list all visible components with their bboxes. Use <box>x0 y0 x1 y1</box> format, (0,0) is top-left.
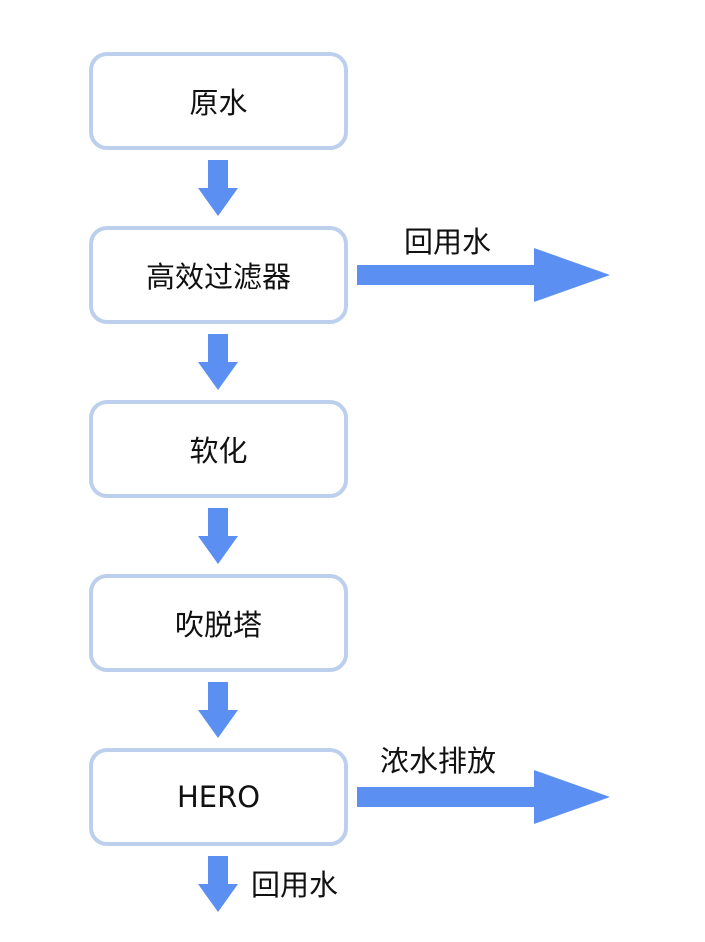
filter-output-label: 回用水 <box>404 225 492 259</box>
arrow-right-filter-output <box>357 248 610 302</box>
node-label: HERO <box>176 780 261 814</box>
node-high-efficiency-filter: 高效过滤器 <box>89 226 348 324</box>
node-hero: HERO <box>89 748 348 846</box>
node-label: 软化 <box>189 434 248 468</box>
node-label: 高效过滤器 <box>145 260 291 294</box>
arrow-down-tower-to-hero <box>198 682 238 738</box>
arrow-down-raw-to-filter <box>198 160 238 216</box>
arrow-down-hero-output <box>198 856 238 912</box>
hero-bottom-output-label: 回用水 <box>251 868 339 902</box>
node-raw-water: 原水 <box>89 52 348 150</box>
node-softening: 软化 <box>89 400 348 498</box>
arrow-right-hero-output <box>357 770 610 824</box>
node-label: 原水 <box>189 86 248 120</box>
arrow-down-softening-to-tower <box>198 508 238 564</box>
node-label: 吹脱塔 <box>174 608 262 642</box>
node-stripping-tower: 吹脱塔 <box>89 574 348 672</box>
arrow-down-filter-to-softening <box>198 334 238 390</box>
hero-concentrate-label: 浓水排放 <box>380 744 497 778</box>
